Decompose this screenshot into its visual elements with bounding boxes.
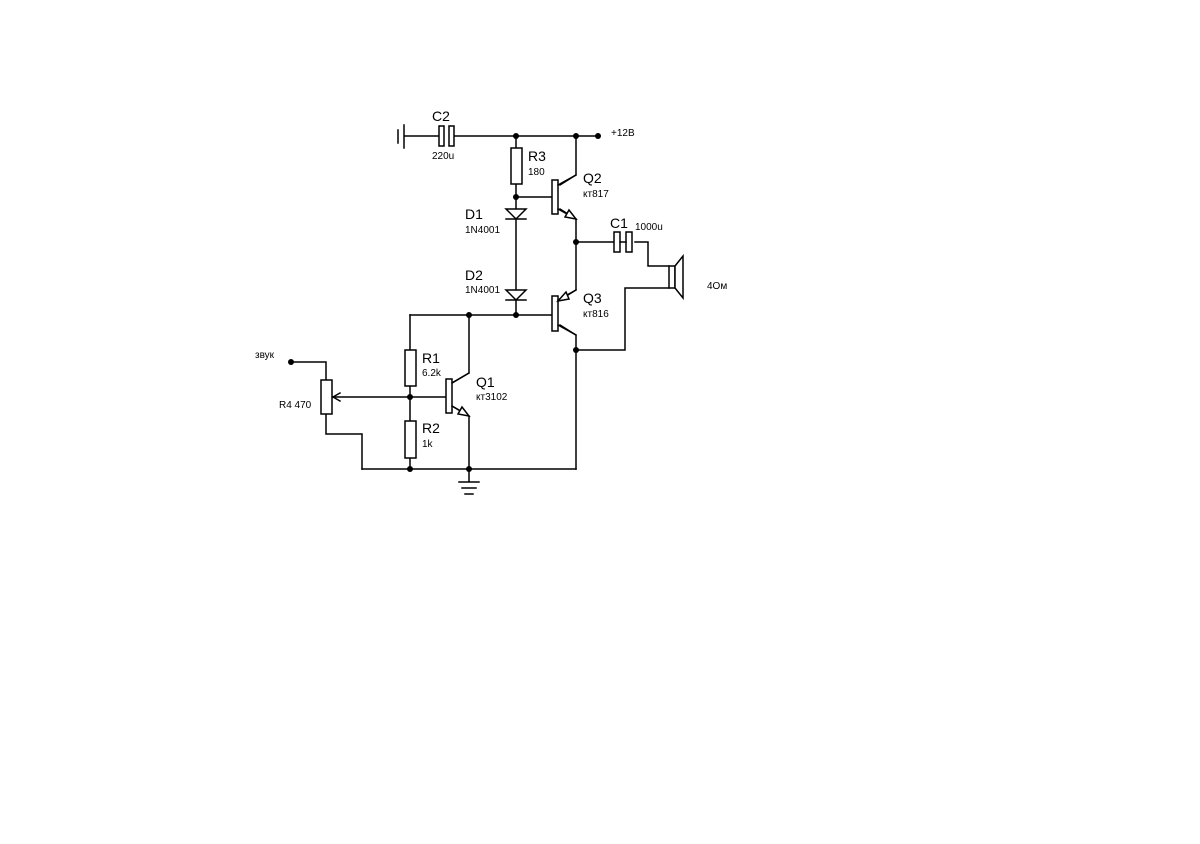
r4-ref: R4 470: [279, 400, 312, 411]
transistor-q3: [551, 288, 578, 337]
capacitor-c1: [613, 231, 633, 253]
junction-dot: [573, 133, 579, 139]
r2-ref: R2: [422, 420, 440, 436]
q1-value: кт3102: [476, 392, 508, 403]
junction-dot: [466, 312, 472, 318]
d2-value: 1N4001: [465, 285, 500, 296]
c2-ref: C2: [432, 108, 450, 124]
speaker-label: 4Ом: [707, 281, 727, 292]
d2-ref: D2: [465, 267, 483, 283]
q3-ref: Q3: [583, 290, 602, 306]
c1-value: 1000u: [635, 222, 663, 233]
r1-ref: R1: [422, 350, 440, 366]
transistor-q1: [445, 371, 471, 418]
junction-dot: [573, 347, 579, 353]
diode-d1: [504, 208, 528, 221]
junction-dot: [513, 133, 519, 139]
junction-dot: [573, 239, 579, 245]
r3-value: 180: [528, 167, 545, 178]
junction-dot: [466, 466, 472, 472]
transistor-q2: [551, 173, 578, 221]
r3-ref: R3: [528, 148, 546, 164]
d1-value: 1N4001: [465, 225, 500, 236]
input-label: звук: [255, 350, 275, 361]
labels: C2 220u +12В R3 180 Q2 кт817 D1 1N4001 C…: [255, 108, 727, 450]
resistor-r3: [510, 147, 523, 185]
junction-dot: [407, 394, 413, 400]
diode-d2: [504, 289, 528, 302]
supply-label: +12В: [611, 128, 635, 139]
junctions: [288, 133, 601, 472]
q2-ref: Q2: [583, 170, 602, 186]
junction-dot: [513, 312, 519, 318]
potentiometer-r4: [320, 379, 342, 415]
capacitor-c2: [438, 125, 455, 147]
c2-value: 220u: [432, 151, 454, 162]
supply-terminal: [595, 133, 601, 139]
c1-ref: C1: [610, 215, 628, 231]
wires: [290, 124, 670, 495]
speaker: [668, 253, 684, 301]
q2-value: кт817: [583, 189, 609, 200]
junction-dot: [407, 466, 413, 472]
resistor-r2: [404, 420, 417, 459]
r2-value: 1k: [422, 439, 434, 450]
q1-ref: Q1: [476, 374, 495, 390]
d1-ref: D1: [465, 206, 483, 222]
q3-value: кт816: [583, 309, 609, 320]
resistor-r1: [404, 349, 417, 387]
r1-value: 6.2k: [422, 368, 442, 379]
junction-dot: [513, 194, 519, 200]
input-terminal: [288, 359, 294, 365]
